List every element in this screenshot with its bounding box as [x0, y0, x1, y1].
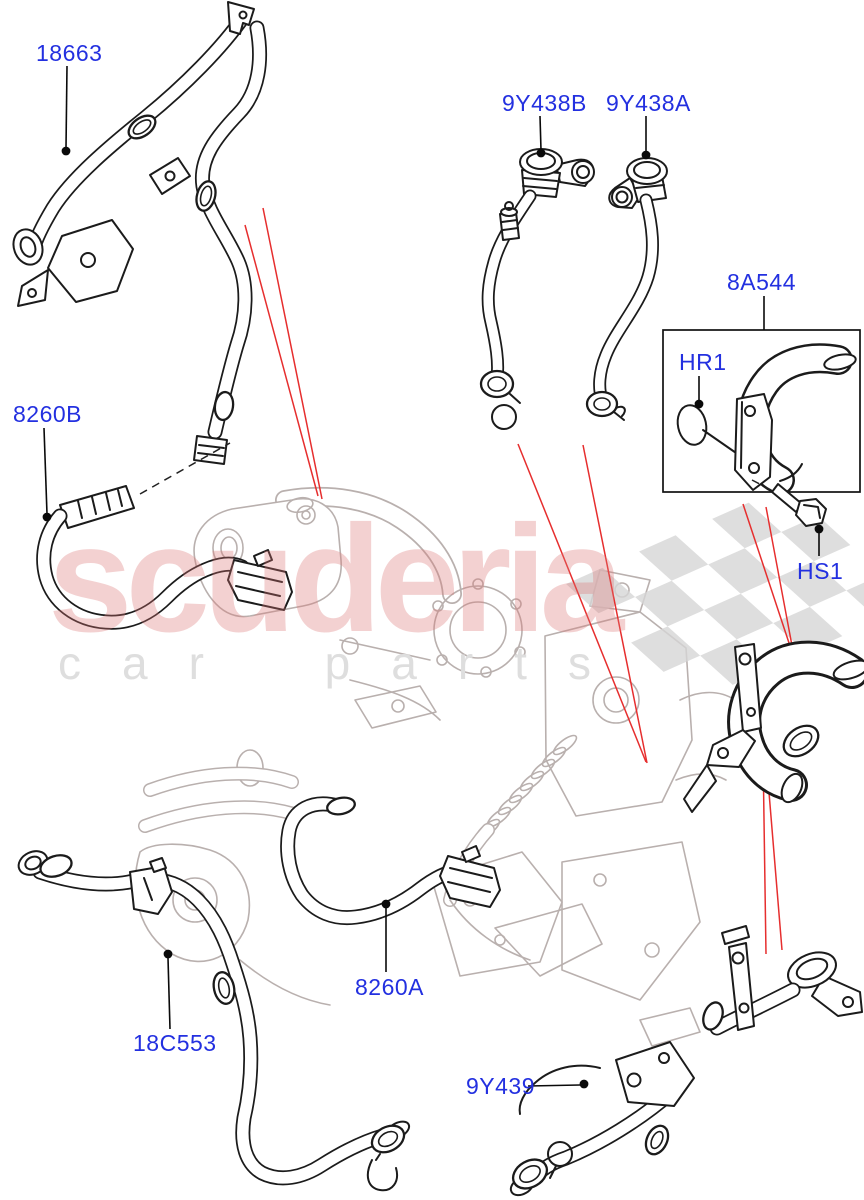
part-label-9Y438B[interactable]: 9Y438B: [502, 90, 587, 116]
callout-box-8A544: [662, 329, 861, 492]
part-label-18663[interactable]: 18663: [36, 40, 103, 66]
part-label-8260A[interactable]: 8260A: [355, 974, 425, 1000]
part-HS1-art: [771, 483, 827, 527]
part-8260A-art: [288, 795, 501, 917]
red-callout-lines: [244, 207, 794, 955]
part-18C553-art: [17, 850, 411, 1192]
part-label-9Y438A[interactable]: 9Y438A: [606, 90, 691, 116]
part-label-HR1[interactable]: HR1: [679, 349, 727, 375]
part-label-8A544[interactable]: 8A544: [727, 269, 797, 295]
leader-lines: [42, 65, 824, 1089]
part-label-9Y439[interactable]: 9Y439: [466, 1073, 536, 1099]
part-8260B-art: [44, 485, 293, 622]
installed-elbow-pipe-art: [683, 644, 864, 813]
part-18663-art: [12, 1, 260, 465]
part-label-8260B[interactable]: 8260B: [13, 401, 83, 427]
hose-alignment-dashed-line: [139, 442, 231, 495]
part-label-18C553[interactable]: 18C553: [133, 1030, 217, 1056]
part-9Y438B-art: [479, 148, 595, 430]
part-9Y439-art: [509, 925, 863, 1197]
part-label-HS1[interactable]: HS1: [797, 558, 844, 584]
part-9Y438A-art: [585, 157, 668, 421]
